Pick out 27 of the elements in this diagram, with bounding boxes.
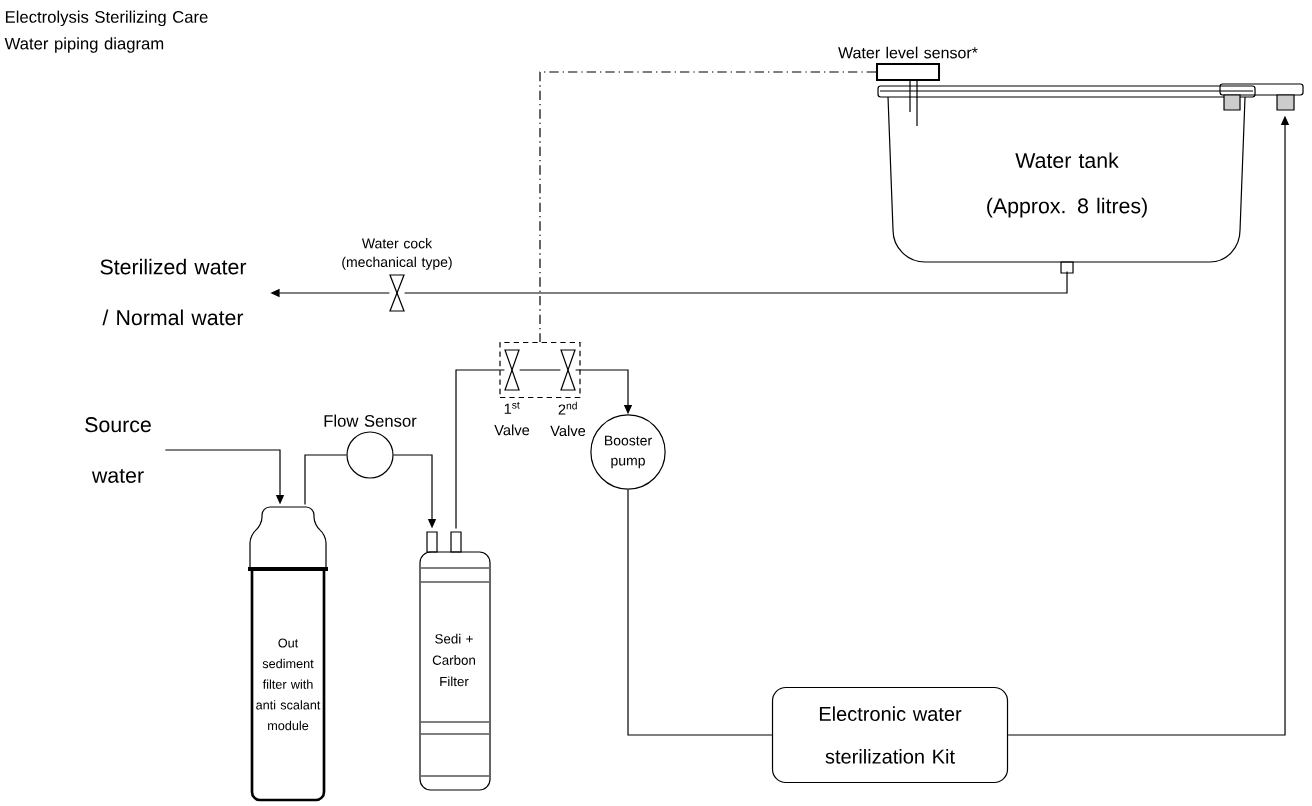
faucet-drawing (1219, 83, 1304, 111)
water-cock-valve: Water cock (mechanical type) (342, 238, 452, 312)
node-label: Water level sensor* (838, 46, 978, 59)
pipe-line (519, 369, 561, 371)
solenoid-valve: 1$^{st}$ Valve (494, 349, 530, 436)
pipe-line (627, 489, 773, 736)
node-label: 2$^{nd}$ Valve (550, 401, 586, 437)
solenoid-valve: 2$^{nd}$ Valve (550, 349, 586, 437)
sediment-filter: Out sediment filter with anti scalant module (248, 506, 328, 802)
title: Electrolysis Sterilizing Care Water piping diagram (4, 10, 208, 53)
node-label: (Approx. 8 litres) (987, 197, 1147, 218)
node-label: 1$^{st}$ Valve (494, 401, 530, 436)
carbon-filter: Sedi + Carbon Filter (419, 531, 491, 791)
water-tank: Water tank (Approx. 8 litres) (877, 85, 1256, 274)
flow-sensor: Flow Sensor (324, 414, 417, 479)
source-label: Source water (85, 417, 151, 483)
booster-pump: Booster pump (590, 414, 666, 490)
pipe-line (455, 369, 505, 529)
pipe-line (304, 454, 347, 505)
sterilization-kit: Electronic water sterilization Kit (771, 686, 1009, 784)
pipe-line (404, 271, 1068, 294)
valve-group-box (499, 341, 581, 399)
outlet-label: Sterilized water / Normal water (100, 258, 247, 326)
node-label: Flow Sensor (324, 414, 417, 427)
node-label: Water tank (1015, 152, 1119, 169)
pipe-line (539, 71, 877, 343)
node-label: Water cock (mechanical type) (342, 238, 452, 270)
